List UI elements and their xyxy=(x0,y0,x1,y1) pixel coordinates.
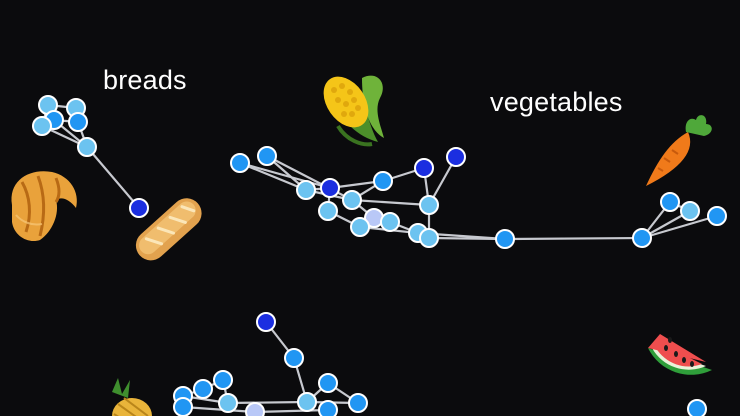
graph-node[interactable] xyxy=(32,116,52,136)
graph-node[interactable] xyxy=(245,402,265,416)
graph-node[interactable] xyxy=(373,171,393,191)
graph-node[interactable] xyxy=(632,228,652,248)
graph-node[interactable] xyxy=(687,399,707,416)
graph-node[interactable] xyxy=(297,392,317,412)
graph-node[interactable] xyxy=(129,198,149,218)
corn-icon xyxy=(323,75,384,147)
graph-node[interactable] xyxy=(446,147,466,167)
graph-node[interactable] xyxy=(218,393,238,413)
cluster-label-breads: breads xyxy=(103,65,187,95)
graph-node[interactable] xyxy=(419,195,439,215)
graph-node[interactable] xyxy=(257,146,277,166)
graph-node[interactable] xyxy=(318,373,338,393)
baguette-icon xyxy=(135,198,202,261)
graph-node[interactable] xyxy=(380,212,400,232)
carrot-icon xyxy=(646,115,712,186)
graph-node[interactable] xyxy=(419,228,439,248)
graph-node[interactable] xyxy=(318,201,338,221)
graph-node[interactable] xyxy=(707,206,727,226)
graph-node[interactable] xyxy=(660,192,680,212)
graph-node[interactable] xyxy=(256,312,276,332)
graph-node[interactable] xyxy=(495,229,515,249)
pineapple-icon xyxy=(112,378,152,416)
graph-node[interactable] xyxy=(342,190,362,210)
graph-nodes xyxy=(32,95,727,416)
graph-node[interactable] xyxy=(173,397,193,416)
graph-edges xyxy=(40,103,719,414)
watermelon-icon xyxy=(648,334,712,375)
graph-node[interactable] xyxy=(68,112,88,132)
graph-node[interactable] xyxy=(77,137,97,157)
croissant-icon xyxy=(11,171,77,242)
graph-node[interactable] xyxy=(284,348,304,368)
cluster-label-vegetables: vegetables xyxy=(490,87,623,117)
graph-node[interactable] xyxy=(230,153,250,173)
graph-node[interactable] xyxy=(320,178,340,198)
graph-node[interactable] xyxy=(348,393,368,413)
graph-node[interactable] xyxy=(680,201,700,221)
graph-node[interactable] xyxy=(318,400,338,416)
graph-node[interactable] xyxy=(193,379,213,399)
graph-node[interactable] xyxy=(296,180,316,200)
graph-node[interactable] xyxy=(414,158,434,178)
graph-node[interactable] xyxy=(213,370,233,390)
graph-node[interactable] xyxy=(350,217,370,237)
